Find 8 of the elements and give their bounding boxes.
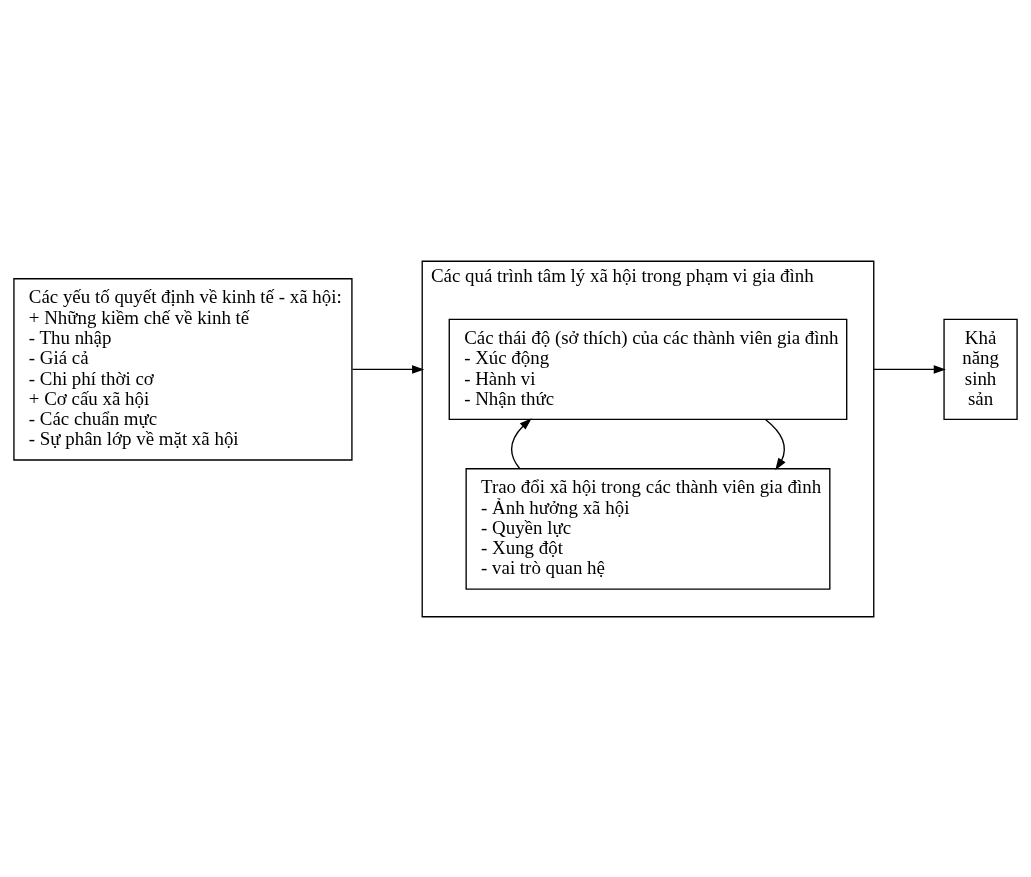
node-box: Các thái độ (sở thích) của các thành viên gia đình - Xúc động - Hành vi - Nhận thức bbox=[448, 318, 848, 420]
arrow bbox=[765, 418, 786, 470]
node-box: Khả năng sinh sản bbox=[943, 318, 1018, 420]
arrow bbox=[873, 364, 946, 374]
arrow bbox=[511, 417, 532, 469]
arrow bbox=[351, 364, 425, 374]
node-box: Các yếu tố quyết định về kinh tế - xã hội: + Những kiềm chế về kinh tế - Thu nhập - Giá cả - Chi phí thời cơ + Cơ cấu xã hội - Các chuẩn mực - Sự phân lớp về mặt xã hội bbox=[13, 277, 353, 461]
node-box: Trao đổi xã hội trong các thành viên gia đình - Ảnh hưởng xã hội - Quyền lực - Xung đột - vai trò quan hệ bbox=[465, 467, 831, 590]
